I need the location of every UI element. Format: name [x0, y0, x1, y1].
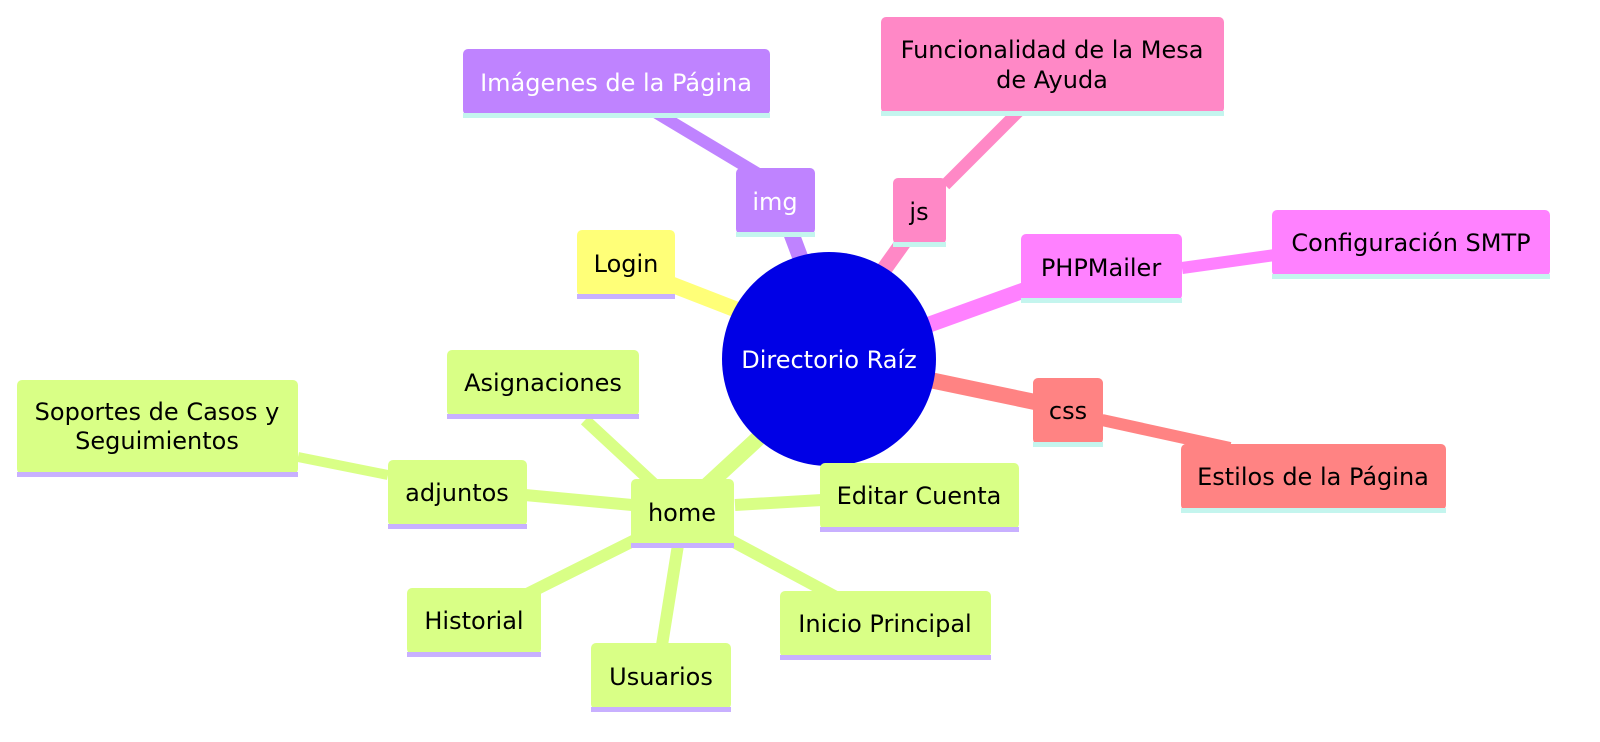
node-soportes-line1: Soportes de Casos y [35, 398, 280, 426]
node-inicio-principal-box [780, 591, 991, 657]
node-funcionalidad-line1: Funcionalidad de la Mesa [901, 36, 1204, 64]
node-soportes-box [17, 380, 298, 474]
node-asignaciones[interactable]: Asignaciones [447, 350, 639, 419]
node-soportes-underline [17, 472, 298, 477]
edge-home-editar [734, 494, 823, 511]
node-phpmailer-underline [1021, 298, 1182, 303]
node-smtp-box [1272, 210, 1550, 276]
node-js[interactable]: js [893, 178, 946, 247]
node-imagenes[interactable]: Imágenes de la Página [463, 49, 770, 118]
node-js-label: js [908, 198, 928, 226]
node-usuarios[interactable]: Usuarios [591, 643, 731, 712]
node-smtp[interactable]: Configuración SMTP [1272, 210, 1550, 279]
edge-home-asignaciones [580, 415, 660, 490]
node-historial-label: Historial [424, 607, 523, 635]
node-img-box [736, 168, 815, 234]
node-funcionalidad-underline [881, 111, 1224, 116]
node-phpmailer-label: PHPMailer [1041, 254, 1162, 282]
root-circle [722, 252, 936, 466]
root-node[interactable]: Directorio Raíz [722, 252, 936, 466]
node-js-underline [893, 242, 946, 247]
node-soportes-line2: Seguimientos [75, 427, 239, 455]
edge-phpmailer-smtp [1181, 249, 1276, 274]
node-phpmailer-box [1021, 234, 1182, 300]
edge-adjuntos-soportes [297, 452, 389, 480]
node-asignaciones-label: Asignaciones [464, 369, 622, 397]
node-usuarios-underline [591, 707, 731, 712]
node-usuarios-box [591, 643, 731, 709]
node-img-underline [736, 232, 815, 237]
node-adjuntos-label: adjuntos [405, 479, 509, 507]
node-historial-box [407, 588, 541, 654]
node-asignaciones-box [447, 350, 639, 416]
node-editar-cuenta-box [820, 463, 1019, 529]
node-home-underline [631, 543, 734, 548]
node-historial[interactable]: Historial [407, 588, 541, 657]
node-css-box [1033, 378, 1103, 444]
edge-home-adjuntos [524, 489, 633, 511]
node-imagenes-underline [463, 113, 770, 118]
node-inicio-principal[interactable]: Inicio Principal [780, 591, 991, 660]
node-inicio-principal-label: Inicio Principal [798, 610, 971, 638]
edge-root-phpmailer [925, 282, 1028, 333]
node-funcionalidad-box [881, 17, 1224, 113]
edge-img-imagenes [651, 106, 764, 181]
node-estilos-box [1181, 444, 1446, 510]
node-login-box [577, 230, 675, 296]
node-js-box [893, 178, 946, 244]
node-phpmailer[interactable]: PHPMailer [1021, 234, 1182, 303]
node-css-label: css [1049, 397, 1087, 425]
node-estilos-underline [1181, 508, 1446, 513]
node-imagenes-box [463, 49, 770, 115]
node-login[interactable]: Login [577, 230, 675, 299]
node-css-underline [1033, 442, 1103, 447]
edge-home-inicio [727, 534, 841, 604]
node-adjuntos[interactable]: adjuntos [388, 460, 527, 529]
root-label: Directorio Raíz [741, 346, 917, 374]
node-adjuntos-underline [388, 524, 527, 529]
node-editar-cuenta[interactable]: Editar Cuenta [820, 463, 1019, 532]
node-funcionalidad-line2: de Ayuda [996, 66, 1108, 94]
node-editar-cuenta-underline [820, 527, 1019, 532]
node-login-underline [577, 294, 675, 299]
node-editar-cuenta-label: Editar Cuenta [837, 482, 1002, 510]
node-inicio-principal-underline [780, 655, 991, 660]
node-smtp-underline [1272, 274, 1550, 279]
node-home[interactable]: home [631, 479, 734, 548]
node-img[interactable]: img [736, 168, 815, 237]
edge-root-css [928, 372, 1037, 410]
node-img-label: img [752, 188, 797, 216]
node-imagenes-label: Imágenes de la Página [480, 69, 752, 97]
node-soportes[interactable]: Soportes de Casos y Seguimientos [17, 380, 298, 477]
node-funcionalidad[interactable]: Funcionalidad de la Mesa de Ayuda [881, 17, 1224, 116]
node-estilos[interactable]: Estilos de la Página [1181, 444, 1446, 513]
edge-css-estilos [1100, 414, 1232, 454]
node-historial-underline [407, 652, 541, 657]
edge-js-funcionalidad [940, 105, 1025, 190]
node-login-label: Login [594, 250, 659, 278]
edges [297, 105, 1276, 646]
node-usuarios-label: Usuarios [609, 663, 713, 691]
node-home-box [631, 479, 734, 545]
node-estilos-label: Estilos de la Página [1197, 463, 1429, 491]
node-smtp-label: Configuración SMTP [1291, 229, 1530, 257]
edge-home-usuarios [656, 544, 684, 646]
node-adjuntos-box [388, 460, 527, 526]
node-home-label: home [648, 499, 716, 527]
node-css[interactable]: css [1033, 378, 1103, 447]
node-asignaciones-underline [447, 414, 639, 419]
